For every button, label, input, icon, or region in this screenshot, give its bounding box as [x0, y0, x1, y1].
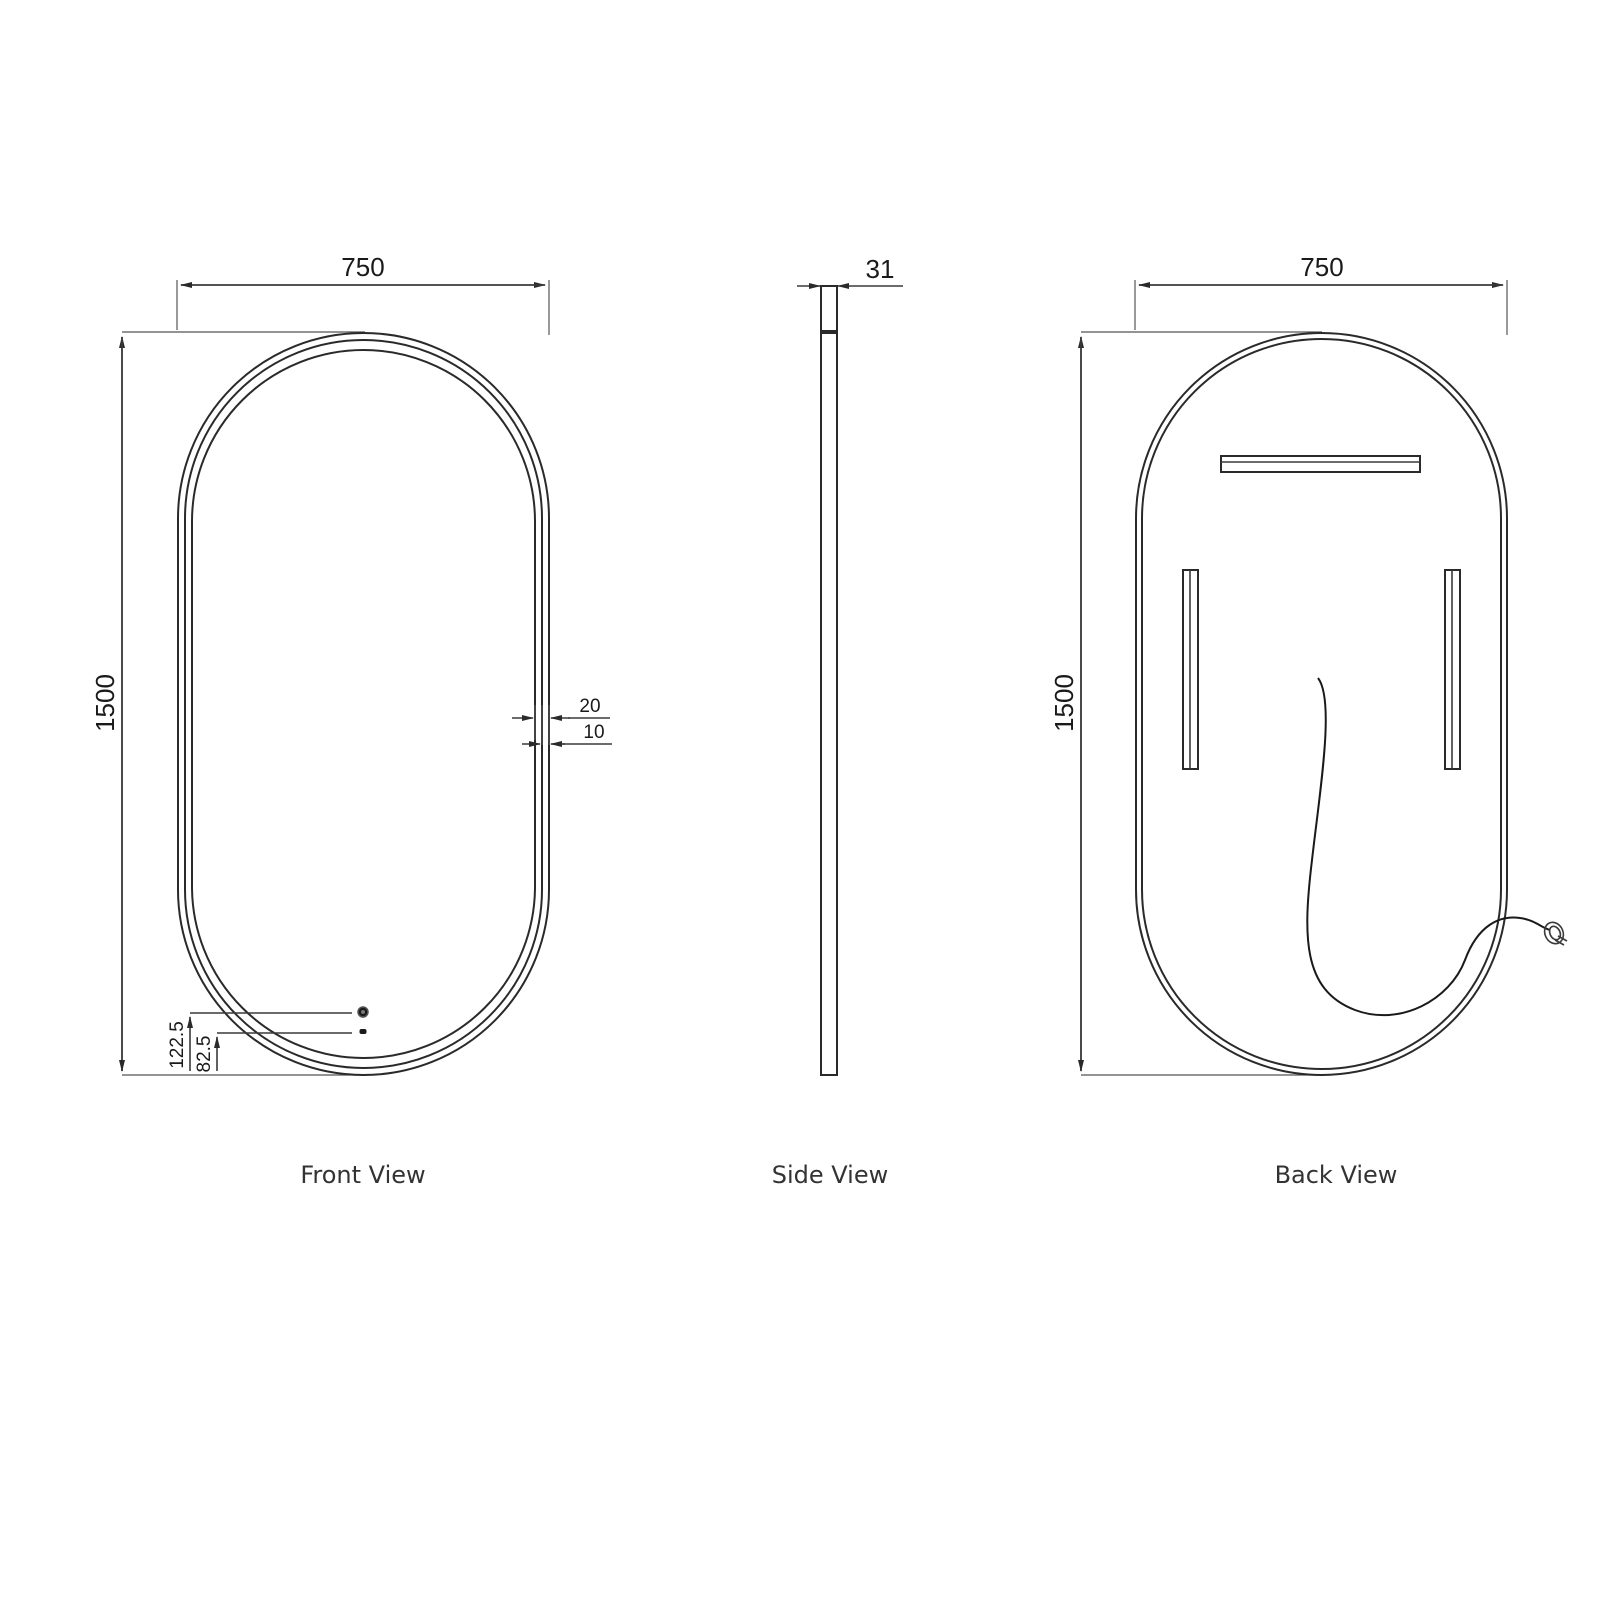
side-mirror-profile: [820, 332, 838, 1076]
touch-sensor-icon-center: [361, 1010, 365, 1014]
back-height-label: 1500: [1049, 674, 1079, 732]
power-cable: [1306, 677, 1551, 1017]
front-width-label: 750: [341, 252, 384, 282]
side-depth-dimension: 31: [797, 254, 903, 289]
front-height-label: 1500: [90, 674, 120, 732]
back-mirror-panel: [1141, 338, 1502, 1070]
front-mirror-outer-frame: [177, 332, 550, 1076]
back-width-label: 750: [1300, 252, 1343, 282]
side-view: 31 Side View: [772, 254, 903, 1189]
back-view: 750 1500 Back View: [1049, 252, 1568, 1189]
side-view-caption: Side View: [772, 1161, 888, 1189]
back-view-caption: Back View: [1275, 1161, 1398, 1189]
frame-thickness-dimension: 20 10: [512, 696, 612, 747]
dimmer-sensor-icon: [359, 1029, 367, 1034]
button-position-dimensions: 122.5 82.5: [167, 1012, 352, 1073]
front-view: 750 1500 20 10: [90, 252, 612, 1189]
top-mounting-rail: [1220, 455, 1421, 473]
front-height-dimension: 1500: [90, 331, 365, 1076]
upper-button-height-label: 122.5: [167, 1021, 188, 1069]
power-plug-icon: [1543, 921, 1568, 946]
lower-button-height-label: 82.5: [194, 1036, 215, 1073]
side-depth-label: 31: [866, 254, 895, 284]
back-height-dimension: 1500: [1049, 331, 1322, 1076]
frame-outer-label: 20: [579, 696, 600, 717]
front-mirror-glass: [191, 349, 536, 1059]
side-top-bracket: [820, 285, 838, 332]
front-width-dimension: 750: [176, 252, 550, 335]
back-mirror-outer: [1135, 332, 1508, 1076]
front-mirror-frame-edge: [184, 339, 543, 1069]
back-width-dimension: 750: [1134, 252, 1508, 335]
front-view-caption: Front View: [300, 1161, 425, 1189]
frame-inner-label: 10: [583, 722, 604, 743]
